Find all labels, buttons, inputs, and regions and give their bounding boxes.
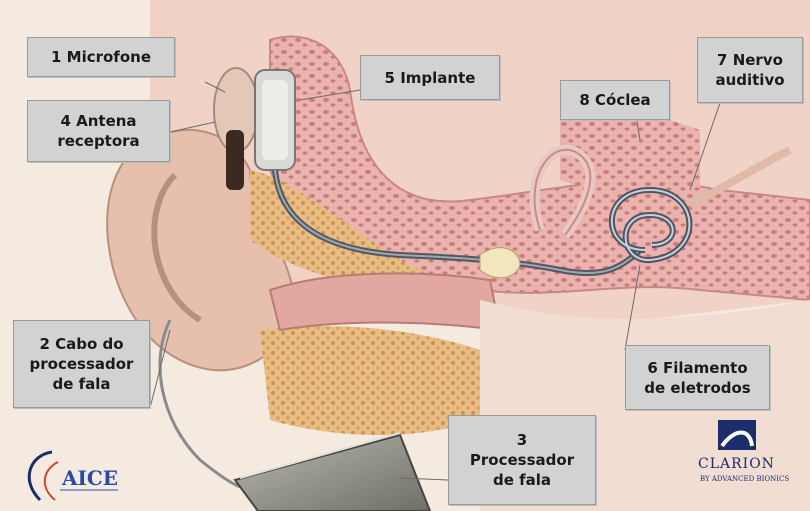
implant-face bbox=[262, 80, 288, 160]
tissue-lower bbox=[260, 326, 480, 435]
ossicles bbox=[480, 248, 520, 278]
aice-logo-text: AICE bbox=[62, 466, 118, 490]
label-coclea: 8 Cóclea bbox=[560, 80, 670, 120]
label-processador-fala: 3 Processador de fala bbox=[448, 415, 596, 505]
clarion-logo bbox=[718, 420, 756, 450]
headpiece-cord bbox=[226, 130, 244, 190]
label-antena-receptora: 4 Antena receptora bbox=[27, 100, 170, 162]
ear-canal bbox=[270, 273, 500, 330]
label-filamento-eletrodos: 6 Filamento de eletrodos bbox=[625, 345, 770, 410]
label-microfone: 1 Microfone bbox=[27, 37, 175, 77]
clarion-logo-subtext: BY ADVANCED BIONICS bbox=[700, 475, 789, 483]
label-cabo-processador: 2 Cabo do processador de fala bbox=[13, 320, 150, 408]
label-implante: 5 Implante bbox=[360, 55, 500, 100]
clarion-logo-text: CLARION bbox=[698, 456, 775, 472]
label-nervo-auditivo: 7 Nervo auditivo bbox=[697, 37, 803, 103]
